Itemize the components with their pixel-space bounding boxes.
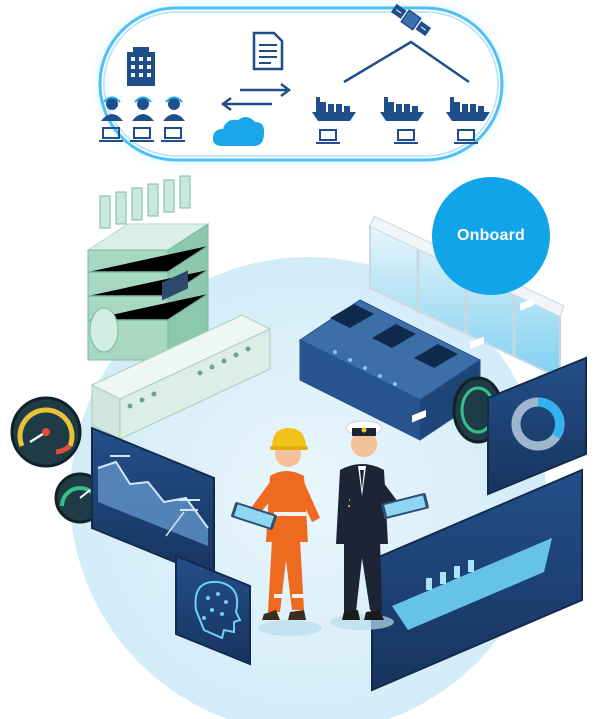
line-chart-panel [91, 426, 215, 580]
satellite-icon [390, 3, 432, 37]
engine-block [86, 175, 210, 361]
office-building-icon [127, 47, 155, 86]
ai-head-icon [194, 580, 242, 640]
onboard-badge-label: Onboard [456, 227, 526, 244]
ship-icon [312, 97, 490, 121]
engine-control-console [90, 270, 272, 440]
document-icon [252, 31, 284, 71]
satellite-link-lines [343, 40, 470, 84]
shore-network-panel [98, 3, 504, 162]
laptop-icon [99, 127, 478, 144]
captain-figure [330, 420, 429, 630]
operator-icon [101, 96, 185, 121]
onboard-badge [432, 177, 550, 295]
engineer-figure [231, 428, 322, 636]
ai-panel [175, 554, 251, 666]
bridge-console [299, 299, 481, 441]
cloud-icon [212, 116, 265, 146]
exchange-arrows-icon [220, 83, 292, 111]
donut-chart-panel [487, 356, 587, 496]
ship-status-panel [371, 298, 583, 692]
